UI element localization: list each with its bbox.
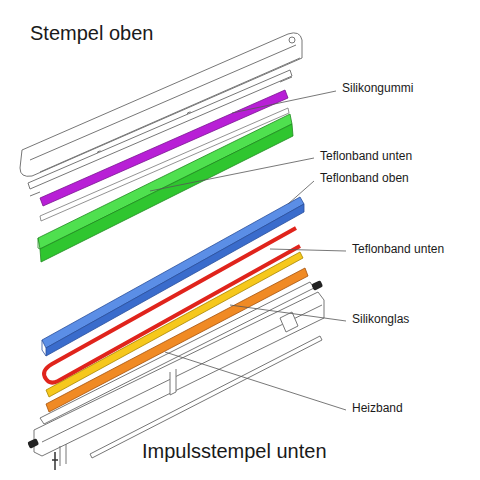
ptfe-strip <box>40 108 289 221</box>
part-label: Silikongummi <box>340 82 415 96</box>
part-label: Heizband <box>350 402 405 416</box>
bolt <box>52 452 58 470</box>
knob <box>27 438 39 449</box>
heading-label: Stempel oben <box>28 22 155 45</box>
part-label: Teflonband unten <box>350 243 446 257</box>
part-label: Teflonband oben <box>318 172 411 186</box>
part-label: Silikonglas <box>350 313 411 327</box>
part-label: Teflonband unten <box>318 150 414 164</box>
upper-die <box>20 33 302 196</box>
leader-lines <box>150 91 346 410</box>
knob <box>311 280 323 291</box>
heading-label: Impulsstempel unten <box>140 440 329 463</box>
lower-die <box>34 282 324 466</box>
